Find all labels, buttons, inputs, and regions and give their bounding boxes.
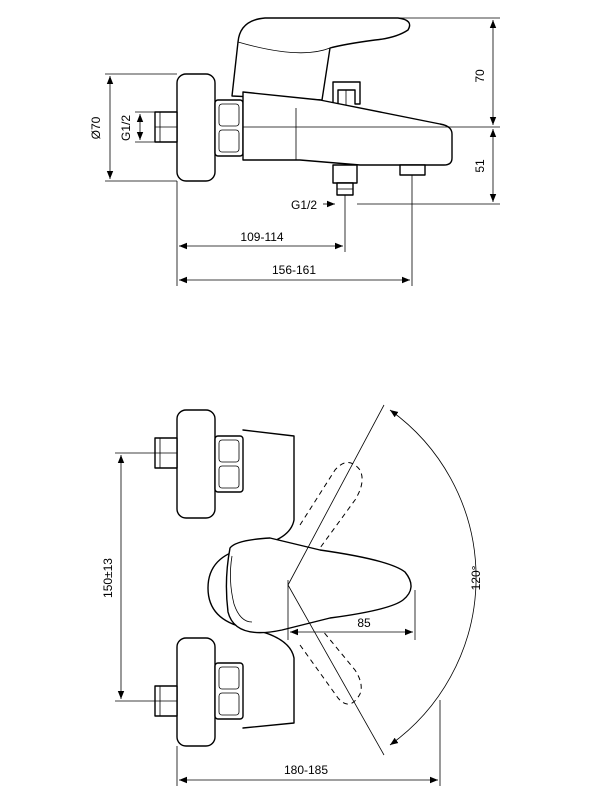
mixer-lever-top: [225, 537, 412, 634]
dim-height-lower: 51: [473, 159, 487, 173]
inlet-connector-upper: [154, 437, 178, 469]
shower-outlet: [332, 164, 358, 196]
hex-nut: [214, 99, 244, 157]
dim-depth-spout: 156-161: [272, 263, 316, 277]
dim-total-depth: 180-185: [284, 763, 328, 777]
dim-height-upper: 70: [473, 69, 487, 83]
side-view: Ø70 G1/2 70 51 G1/2 109-114 156-161: [89, 17, 500, 286]
dim-lever-length: 85: [357, 616, 371, 630]
wall-rosette-lower: [176, 637, 216, 747]
dim-inlet-spacing: 150±13: [101, 558, 115, 598]
spout-outlet: [399, 164, 426, 176]
hex-nut-upper: [214, 435, 244, 493]
dim-lever-angle: 120°: [469, 565, 483, 590]
dim-depth-outlet: 109-114: [240, 230, 283, 244]
dim-outlet-thread: G1/2: [291, 198, 317, 212]
inlet-connector: [154, 111, 178, 143]
rotation-arc: [389, 409, 477, 746]
dim-inlet-thread: G1/2: [119, 115, 133, 141]
hex-nut-lower: [214, 662, 244, 720]
wall-rosette-upper: [176, 409, 216, 519]
inlet-connector-lower: [154, 685, 178, 717]
mixer-body: [242, 91, 453, 166]
top-view: 85 120° 150±13 180-185: [101, 404, 483, 786]
lever-position-lower: [299, 629, 362, 705]
diverter-knob: [332, 81, 361, 105]
lever-position-upper: [299, 462, 363, 549]
mixer-lever: [231, 17, 411, 101]
dim-diameter: Ø70: [89, 116, 103, 139]
wall-rosette: [176, 73, 216, 182]
